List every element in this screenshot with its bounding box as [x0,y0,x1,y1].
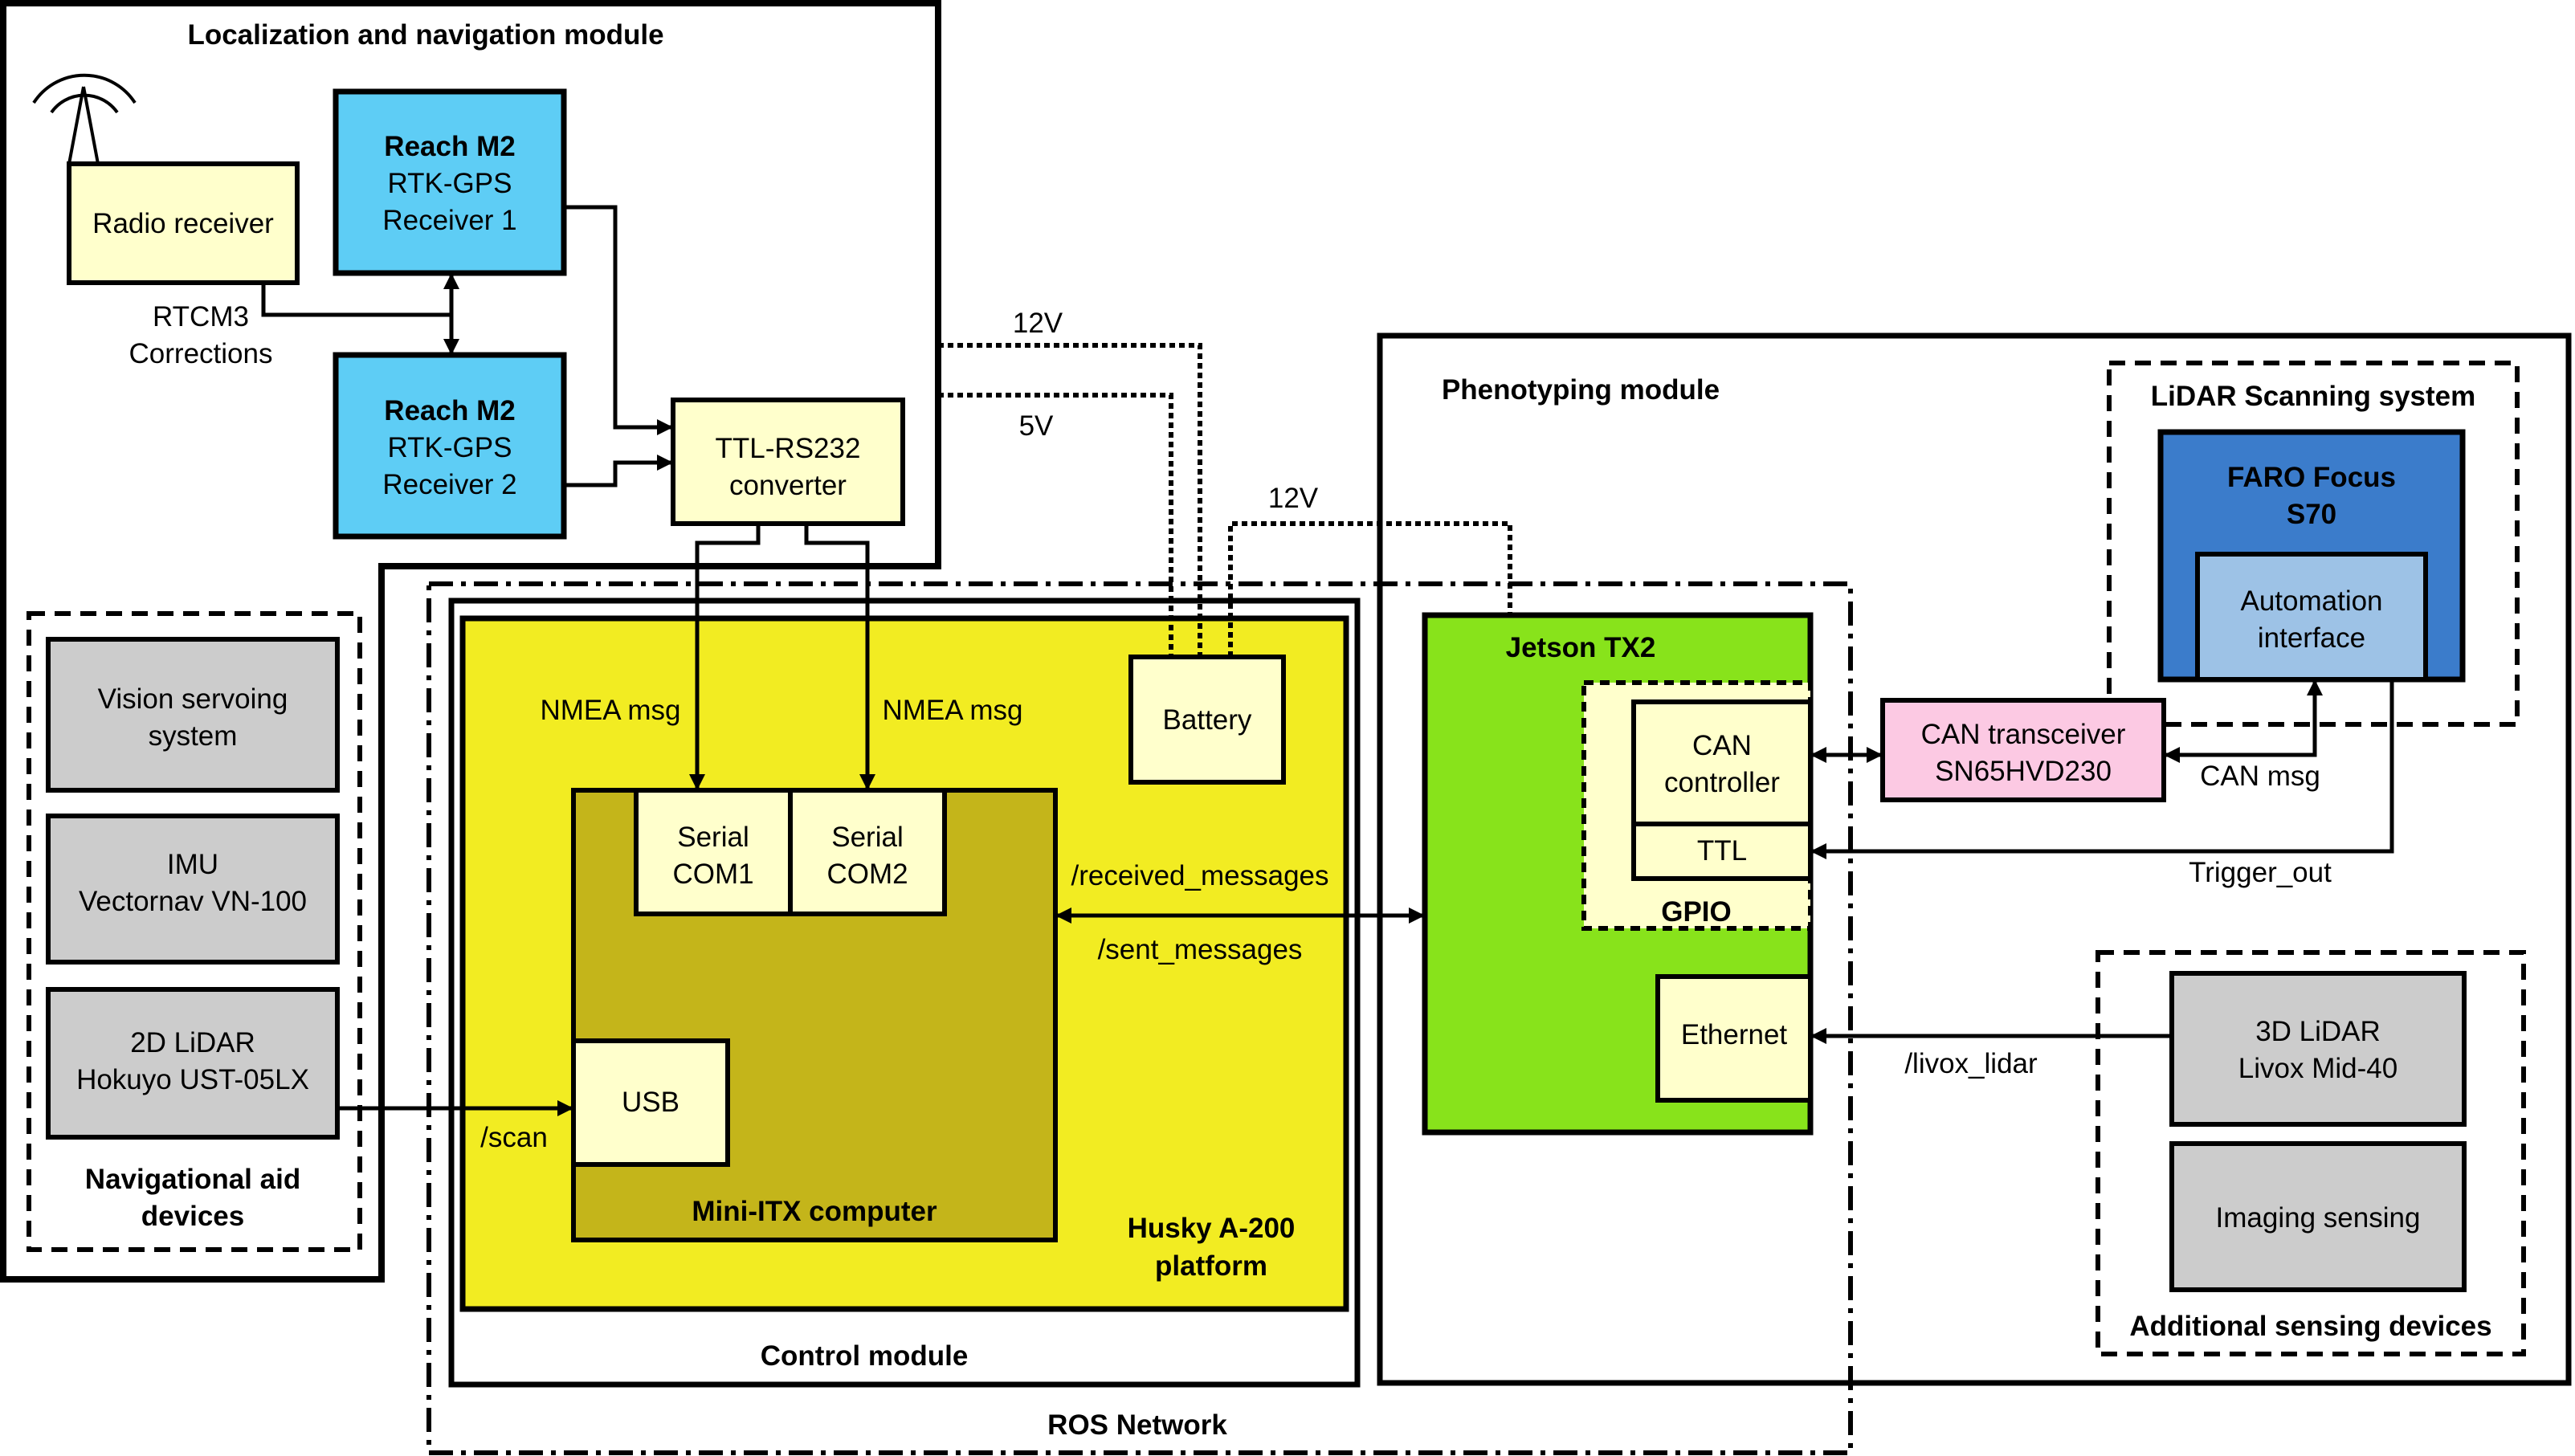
converter-to-com1 [689,524,761,790]
reach2-line3: Receiver 2 [382,469,516,500]
trigger-out-link [1810,679,2394,859]
lidar3d-line1: 3D LiDAR [2255,1016,2381,1047]
additional-sensing-title: Additional sensing devices [2129,1311,2491,1342]
usb-port [571,1038,730,1167]
faro-line1: FARO Focus [2227,462,2396,493]
com2-line1: Serial [831,822,903,853]
lidar-scanning-title: LiDAR Scanning system [2151,381,2476,412]
reach2-line2: RTK-GPS [388,432,512,463]
serial-com1-port [634,788,793,916]
can-msg-label: CAN msg [2200,761,2320,792]
battery-box [1128,655,1286,785]
reach1-line2: RTK-GPS [388,168,512,199]
radio-receiver-box [67,161,300,285]
imu-line2: Vectornav VN-100 [79,886,307,917]
jetson-label: Jetson TX2 [1506,632,1656,663]
lidar2d-line2: Hokuyo UST-05LX [76,1064,309,1095]
battery-label: Battery [1163,704,1252,736]
reach2-line1: Reach M2 [384,395,515,426]
imu-box [46,814,340,965]
reach1-to-converter [564,205,673,435]
can-transceiver-box [1880,698,2166,802]
rtcm-label-line1: RTCM3 [153,301,249,332]
can-transceiver-line1: CAN transceiver [1921,719,2126,750]
serial-com2-port [788,788,947,916]
vision-line2: system [149,720,238,752]
reach-m2-receiver-2 [333,352,567,540]
automation-interface-box [2195,552,2428,682]
power-lines [938,343,1512,657]
lidar-3d-box [2169,971,2467,1127]
gpio-label: GPIO [1661,896,1732,928]
ros-network-border [426,581,1853,1455]
lidar3d-line2: Livox Mid-40 [2238,1053,2397,1084]
ros-network-title: ROS Network [1047,1409,1227,1441]
reach1-line1: Reach M2 [384,131,515,162]
imaging-sensing-box [2169,1141,2467,1292]
12v-top-label: 12V [1013,308,1063,339]
com1-line1: Serial [677,822,749,853]
antenna-icon [32,73,137,165]
can-controller-box [1631,699,1813,826]
nmea-label-1: NMEA msg [540,695,680,726]
trigger-out-label: Trigger_out [2189,857,2332,888]
control-module-title: Control module [761,1340,969,1372]
reach1-line3: Receiver 1 [382,205,516,236]
nav-aid-devices-group [27,611,362,1252]
additional-sensing-group [2096,950,2526,1356]
automation-line2: interface [2258,622,2365,654]
power-line-5v [938,393,1173,657]
rtcm-link-line [261,283,451,317]
livox-lidar-label: /livox_lidar [1904,1048,2038,1079]
can-controller-line1: CAN [1692,730,1752,761]
faro-line2: S70 [2287,499,2336,530]
reach-m2-receiver-1 [333,88,567,276]
localization-module-title: Localization and navigation module [187,19,663,51]
radio-receiver-label: Radio receiver [92,208,274,239]
ethernet-port [1655,974,1813,1103]
ttl-rs232-converter [671,398,905,526]
lidar-2d-box [46,987,340,1140]
lidar2d-line1: 2D LiDAR [130,1027,255,1058]
imaging-label: Imaging sensing [2216,1202,2421,1234]
localization-module-border [0,0,941,1283]
received-messages-label: /received_messages [1071,860,1329,891]
usb-label: USB [622,1087,679,1118]
vision-line1: Vision servoing [98,683,288,715]
ttl-label: TTL [1697,835,1747,867]
can-transceiver-line2: SN65HVD230 [1935,756,2112,787]
12v-mid-label: 12V [1268,483,1319,514]
control-module-border [448,597,1361,1388]
can-controller-line2: controller [1664,767,1780,798]
nav-aid-title-line2: devices [141,1201,244,1232]
imu-line1: IMU [167,849,218,880]
power-line-12v-jetson [1228,521,1512,657]
sent-messages-label: /sent_messages [1098,934,1303,965]
nav-aid-title-line1: Navigational aid [85,1164,300,1195]
com1-line2: COM1 [672,859,753,890]
automation-line1: Automation [2240,585,2382,617]
rtcm-label-line2: Corrections [129,338,273,369]
phenotyping-module-border [1377,332,2572,1386]
power-line-12v-top [938,343,1202,657]
ttl-rs232-line1: TTL-RS232 [716,433,861,464]
can-msg-link [2164,679,2323,763]
mini-itx-label: Mini-ITX computer [692,1196,937,1227]
ttl-rs232-line2: converter [729,470,847,501]
nmea-label-2: NMEA msg [882,695,1022,726]
scan-label: /scan [480,1122,548,1153]
5v-label: 5V [1019,410,1054,442]
converter-to-com2 [804,524,875,790]
reach2-to-converter [564,455,673,487]
ethernet-label: Ethernet [1681,1019,1788,1050]
phenotyping-module-title: Phenotyping module [1442,374,1720,406]
com2-line2: COM2 [826,859,908,890]
vision-servoing-box [46,637,340,793]
husky-title-line2: platform [1155,1250,1267,1282]
husky-title-line1: Husky A-200 [1128,1213,1296,1244]
signal-lines [261,205,2394,1116]
